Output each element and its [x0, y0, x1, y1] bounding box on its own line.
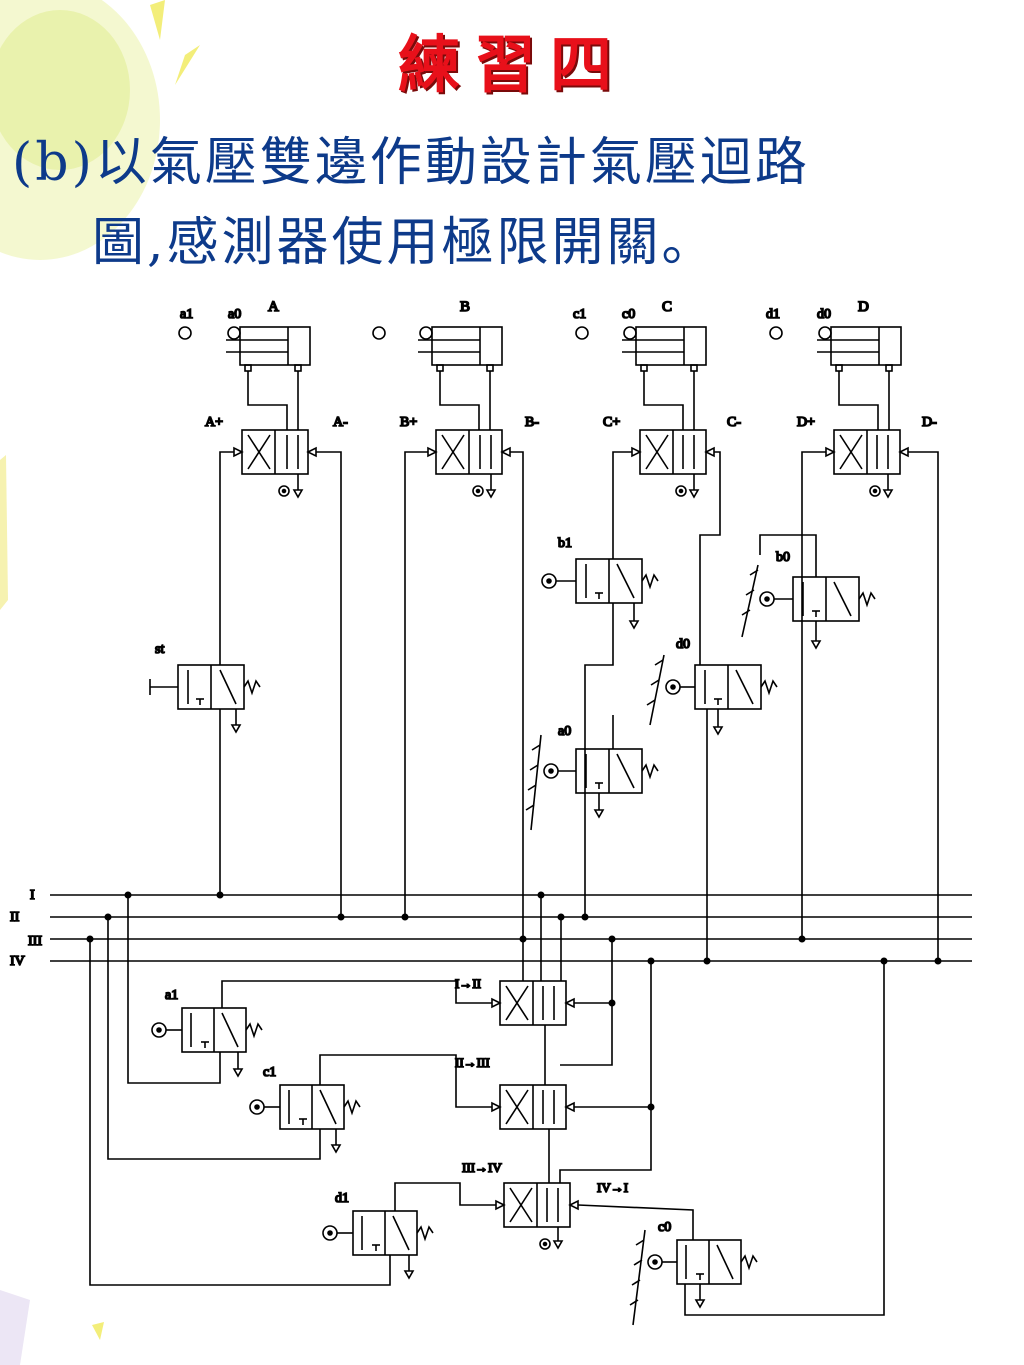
- label-d-plus: D+: [797, 415, 815, 430]
- valve-b0: b0: [741, 549, 876, 650]
- label-d0-valve: d0: [676, 637, 690, 652]
- instruction-line-1: (b)以氣壓雙邊作動設計氣壓迴路: [12, 133, 810, 193]
- label-a-minus: A-: [333, 415, 348, 430]
- label-b1: b1: [558, 536, 572, 551]
- label-c-plus: C+: [603, 415, 620, 430]
- label-line-ii: II: [10, 910, 20, 925]
- label-memory-2: II→III: [455, 1055, 490, 1070]
- valve-d0: d0: [646, 636, 778, 736]
- cascade-valve-d1: d1: [322, 1190, 434, 1280]
- cylinder-d: d1 d0 D: [765, 298, 902, 430]
- label-memory-4: IV→I: [597, 1180, 628, 1195]
- junction-dots: [86, 891, 942, 1111]
- memory-valve-2: II→III: [454, 1054, 575, 1130]
- label-cascade-d1: d1: [335, 1191, 349, 1206]
- label-c1: c1: [573, 307, 586, 322]
- label-a0: a0: [228, 307, 241, 322]
- label-cascade-c0: c0: [658, 1220, 671, 1235]
- label-line-iii: III: [28, 934, 42, 949]
- memory-valve-1: I→II: [454, 975, 575, 1026]
- label-c-minus: C-: [727, 415, 741, 430]
- slide-title: 練習四: [397, 28, 626, 101]
- label-b-minus: B-: [525, 415, 539, 430]
- cylinder-c: c1 c0 C: [572, 298, 707, 430]
- label-a-plus: A+: [205, 415, 223, 430]
- label-line-i: I: [30, 888, 35, 903]
- label-cylinder-d: D: [858, 299, 869, 315]
- label-d1: d1: [766, 307, 780, 322]
- label-a1: a1: [180, 307, 193, 322]
- label-cascade-c1: c1: [263, 1065, 276, 1080]
- valve-c: C+ C-: [602, 414, 742, 499]
- cylinder-a: a1 a0 A: [178, 298, 311, 430]
- label-c0: c0: [622, 307, 635, 322]
- cascade-valve-c1: c1: [249, 1064, 361, 1154]
- pneumatic-circuit-diagram: a1 a0 A B c1 c0 C d1: [9, 298, 972, 1326]
- label-line-iv: IV: [10, 954, 25, 969]
- label-d-minus: D-: [922, 415, 937, 430]
- label-memory-1: I→II: [455, 976, 481, 991]
- label-cylinder-b: B: [460, 299, 470, 315]
- valve-d: D+ D-: [796, 414, 938, 499]
- valve-b: B+ B-: [399, 414, 540, 499]
- valve-st: st: [149, 641, 261, 734]
- label-memory-3: III→IV: [462, 1160, 502, 1175]
- valve-a0: a0: [525, 723, 659, 831]
- cylinder-b: B: [372, 298, 503, 430]
- instruction-line-2: 圖,感測器使用極限開關。: [92, 213, 717, 273]
- label-b0: b0: [776, 550, 790, 565]
- label-b-plus: B+: [400, 415, 417, 430]
- label-cylinder-a: A: [268, 299, 279, 315]
- valve-b1: b1: [541, 535, 659, 630]
- label-cylinder-c: C: [662, 299, 672, 315]
- label-a0-valve: a0: [558, 724, 571, 739]
- label-st: st: [155, 642, 164, 657]
- cascade-valve-a1: a1: [151, 987, 263, 1078]
- valve-a: A+ A-: [204, 414, 349, 499]
- cascade-valve-c0: c0: [629, 1219, 758, 1326]
- label-d0: d0: [817, 307, 831, 322]
- label-cascade-a1: a1: [165, 988, 178, 1003]
